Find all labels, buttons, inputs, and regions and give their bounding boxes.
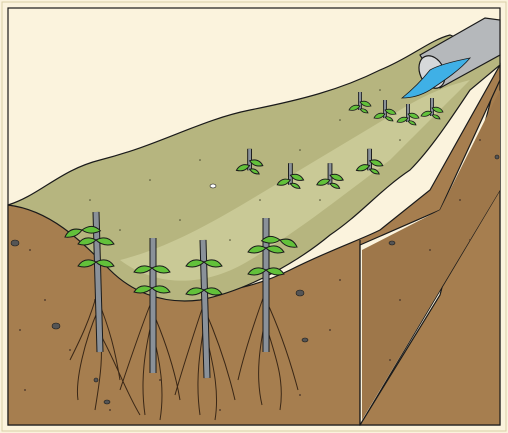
diagram-canvas: [0, 0, 508, 433]
irrigation-trench-diagram: [0, 0, 508, 433]
